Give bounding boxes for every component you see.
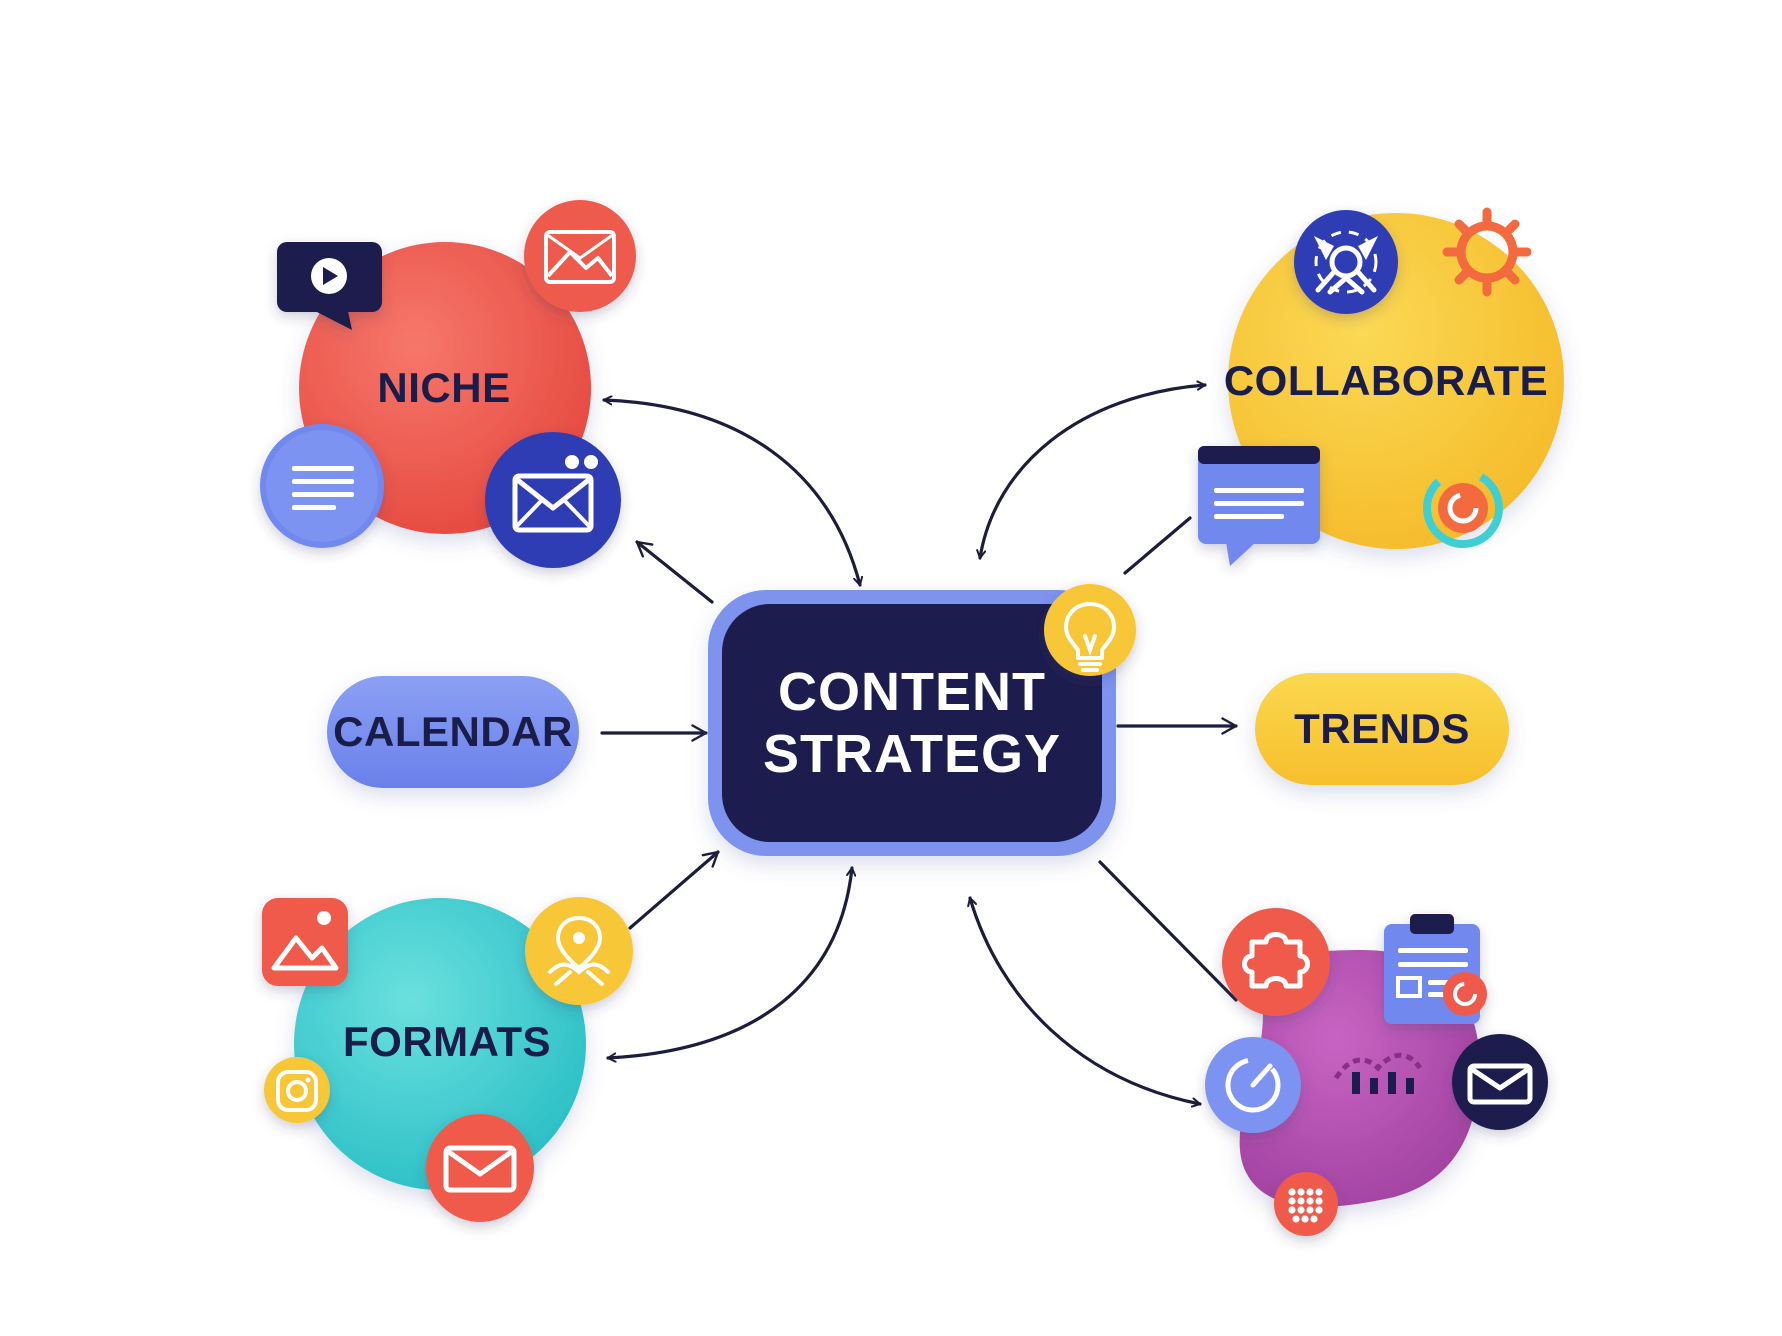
refresh-icon <box>1423 468 1503 548</box>
sun-gear-icon <box>1442 207 1532 297</box>
calendar-node[interactable] <box>327 676 579 788</box>
envelope-icon <box>485 432 621 568</box>
trends-node[interactable] <box>1255 673 1509 785</box>
location-icon <box>525 897 633 1005</box>
niche-label: NICHE <box>377 364 511 411</box>
video-chat-icon <box>277 242 382 330</box>
trends-label: TRENDS <box>1294 705 1470 752</box>
center-label-line2: STRATEGY <box>762 724 1062 784</box>
calendar-label: CALENDAR <box>333 708 573 755</box>
arrow-collaborate-center <box>980 385 1207 560</box>
photo-icon <box>262 898 348 986</box>
timer-icon <box>1205 1037 1301 1133</box>
center-node-label: CONTENT STRATEGY <box>763 661 1061 785</box>
connector-arrows <box>600 385 1238 1104</box>
center-label-line1: CONTENT <box>778 662 1046 722</box>
collaborate-cluster <box>1198 207 1564 566</box>
formats-cluster <box>262 897 633 1222</box>
arrow-formats-center <box>606 866 852 1058</box>
image-icon <box>524 200 636 312</box>
clipboard-icon <box>1384 914 1487 1024</box>
document-icon <box>260 424 384 548</box>
formats-node[interactable] <box>294 898 586 1190</box>
envelope-icon <box>1452 1034 1548 1130</box>
niche-cluster <box>260 200 636 568</box>
chart-icon <box>1333 1052 1423 1094</box>
formats-label: FORMATS <box>342 1018 552 1065</box>
camera-icon <box>264 1057 330 1123</box>
collaborate-label: COLLABORATE <box>1223 357 1549 404</box>
line-center-to-analytics <box>1098 860 1238 1002</box>
grid-icon <box>1274 1172 1338 1236</box>
analytics-cluster <box>1205 908 1548 1236</box>
team-hub-icon <box>1294 210 1398 314</box>
line-chat-to-center <box>1123 516 1192 575</box>
arrow-niche-center <box>602 400 860 587</box>
center-node-shape <box>708 584 1136 856</box>
arrow-center-to-niche <box>635 540 714 604</box>
arrow-center-analytics <box>970 896 1202 1104</box>
envelope-icon <box>426 1114 534 1222</box>
lightbulb-icon <box>1044 584 1136 676</box>
chat-window-icon <box>1198 446 1320 566</box>
arrow-formats-to-center <box>628 850 720 930</box>
puzzle-icon <box>1222 908 1330 1016</box>
